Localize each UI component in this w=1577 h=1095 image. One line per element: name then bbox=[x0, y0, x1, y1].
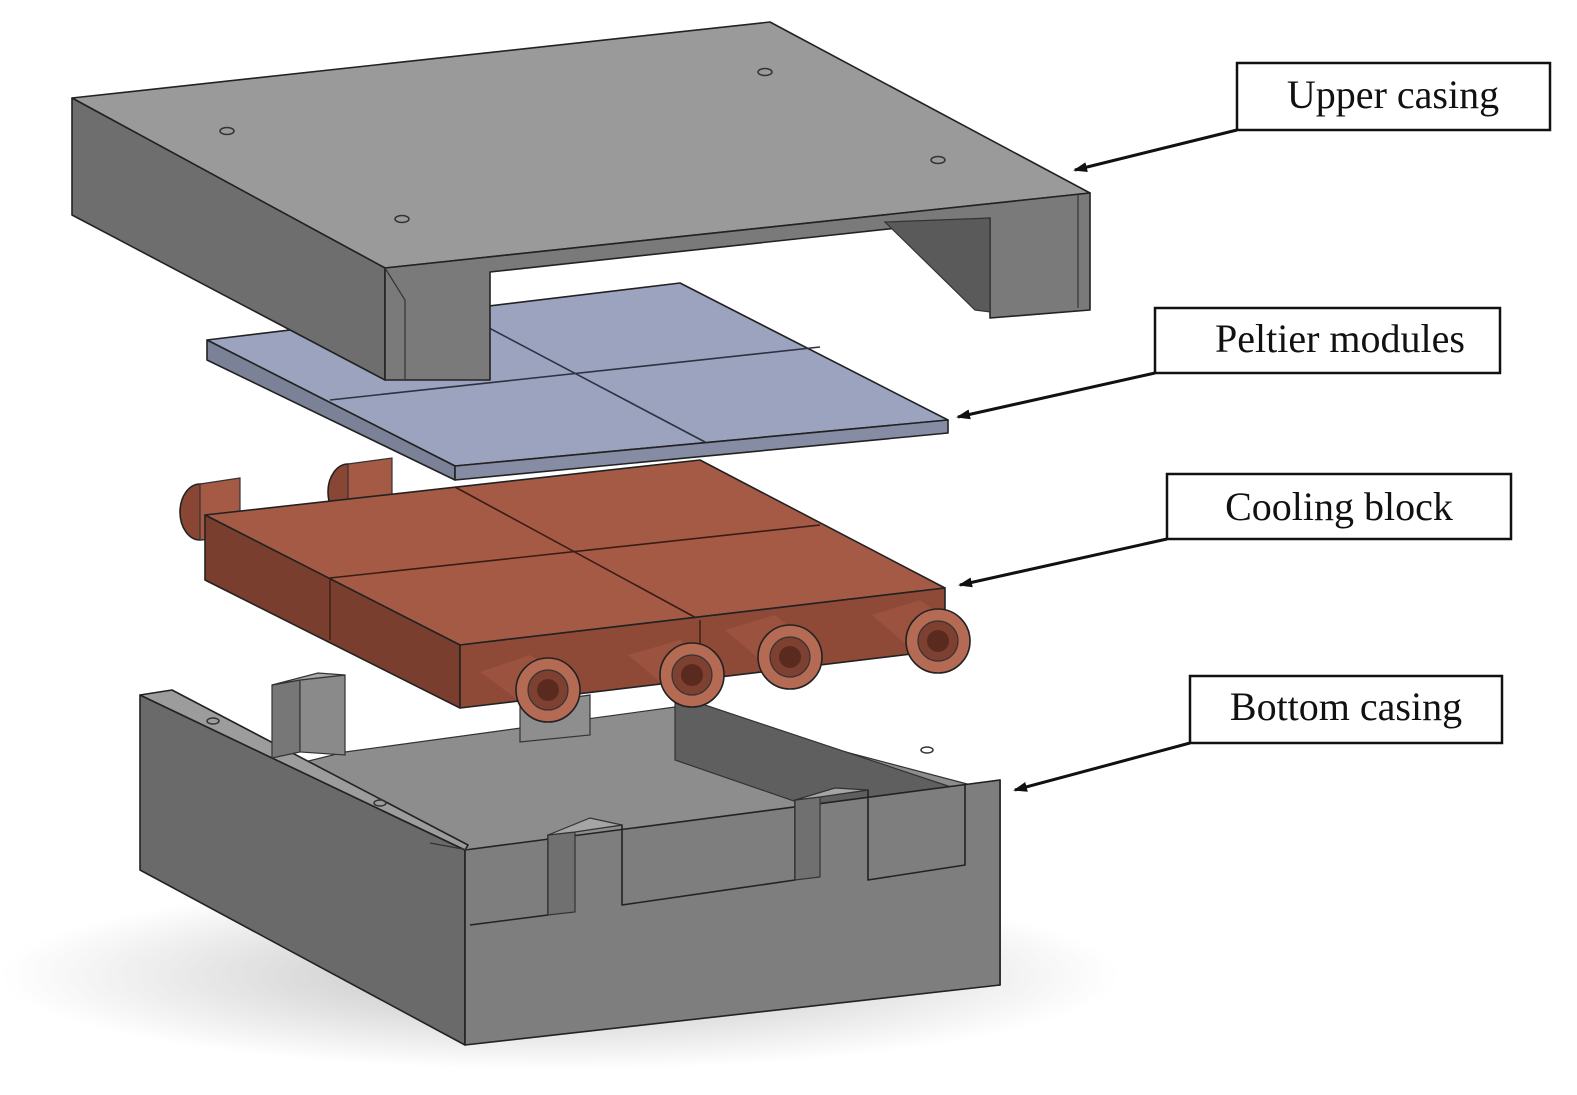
leader-peltier-modules bbox=[956, 371, 1156, 420]
front-pipes bbox=[480, 600, 971, 723]
upper-casing-part bbox=[71, 21, 1091, 381]
label-cooling-block: Cooling block bbox=[958, 472, 1513, 588]
label-upper-casing-text: Upper casing bbox=[1287, 72, 1499, 117]
label-upper-casing: Upper casing bbox=[1073, 61, 1552, 172]
label-peltier-modules: Peltier modules bbox=[956, 306, 1502, 420]
leader-cooling-block bbox=[958, 537, 1168, 588]
bottom-casing-part bbox=[139, 672, 1001, 1046]
label-peltier-modules-text: Peltier modules bbox=[1215, 316, 1465, 361]
cooling-block-part bbox=[179, 457, 971, 723]
label-bottom-casing-text: Bottom casing bbox=[1230, 684, 1462, 729]
leader-bottom-casing bbox=[1013, 741, 1191, 792]
leader-upper-casing bbox=[1073, 128, 1238, 172]
label-bottom-casing: Bottom casing bbox=[1013, 674, 1504, 792]
label-cooling-block-text: Cooling block bbox=[1225, 484, 1453, 529]
